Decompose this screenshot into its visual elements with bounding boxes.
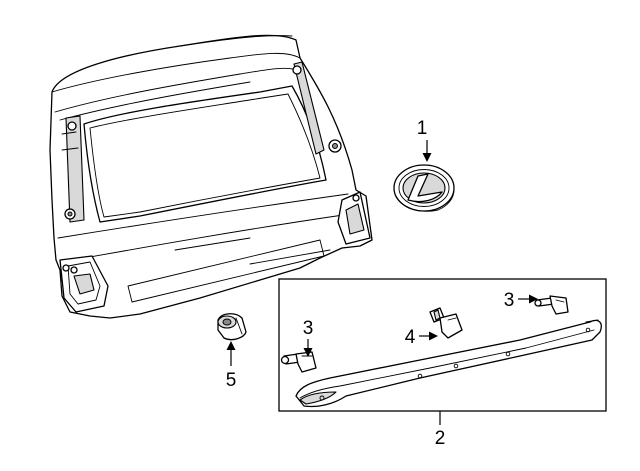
callout-number-5: 5	[226, 370, 237, 391]
lift-gate	[49, 34, 373, 319]
callout-number-1: 1	[417, 118, 428, 139]
back-door-garnish	[295, 319, 602, 408]
callout-number-4: 4	[405, 327, 416, 348]
clip-upper	[534, 295, 569, 315]
callout-number-3-lower: 3	[303, 318, 314, 339]
cushion-bumper	[217, 313, 247, 341]
clip-lower	[280, 351, 317, 373]
callout-3-lower: 3	[303, 318, 314, 357]
callout-3-upper: 3	[504, 290, 538, 311]
callout-4: 4	[405, 327, 438, 348]
callout-number-3-upper: 3	[504, 290, 515, 311]
callout-2: 2	[435, 411, 446, 449]
callout-5: 5	[226, 341, 237, 391]
retainer	[429, 307, 463, 339]
emblem	[393, 164, 455, 212]
callout-1: 1	[417, 118, 432, 162]
callout-number-2: 2	[435, 428, 446, 449]
garnish-group-box	[278, 278, 607, 412]
